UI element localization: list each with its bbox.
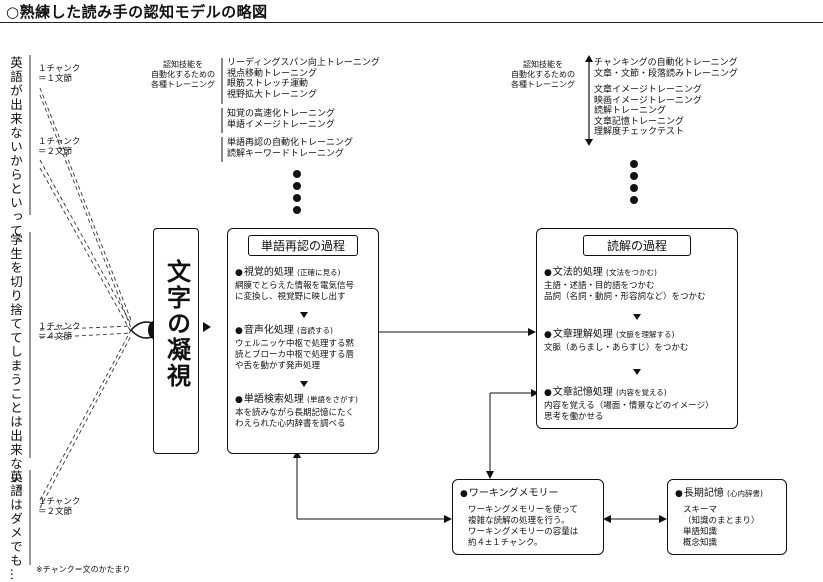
chunk-label-2: １チャンク＝２文節 bbox=[38, 137, 81, 157]
word-section-search: 単語検索処理 (単語をさがす) 本を読みながら長期記憶にたくわえられた心内辞書を… bbox=[235, 394, 375, 430]
training-list-right-2: 文章イメージトレーニング映画イメージトレーニング読解トレーニング文章記憶トレーニ… bbox=[594, 85, 702, 137]
reading-section-understanding: 文章理解処理 (文脈を理解する) 文脈（あらまし・あらすじ）をつかむ bbox=[544, 329, 734, 354]
ellipsis-dot bbox=[293, 182, 301, 190]
long-term-memory-title: 長期記憶 (心内辞書) bbox=[675, 488, 763, 500]
chunk-label-4: １チャンク＝２文節 bbox=[38, 497, 81, 517]
ellipsis-dot bbox=[630, 184, 638, 192]
gaze-text-1: 文字の bbox=[162, 259, 191, 337]
word-recognition-title: 単語再認の過程 bbox=[248, 235, 358, 256]
reading-section-grammar: 文法的処理 (文法をつかむ) 主語・述語・目的語をつかむ品詞（名詞・動詞・形容詞… bbox=[544, 267, 734, 303]
working-memory-box: ワーキングメモリー ワーキングメモリーを使って複雑な読解の処理を行う。ワーキング… bbox=[452, 479, 604, 555]
double-arrow-icon bbox=[585, 55, 593, 146]
ellipsis-dot bbox=[630, 160, 638, 168]
ellipsis-dot bbox=[630, 172, 638, 180]
left-vertical-text-1: 英語が出来ないからといって、 bbox=[8, 56, 23, 252]
chunk-label-3: １チャンク＝４文節 bbox=[38, 322, 81, 342]
ellipsis-dot bbox=[293, 170, 301, 178]
page-title: ○熟練した読み手の認知モデルの略図 bbox=[6, 3, 268, 21]
ellipsis-dot bbox=[293, 194, 301, 202]
gaze-dashed-lines bbox=[39, 87, 132, 509]
long-term-memory-body: スキーマ（知識のまとまり）単語知識概念知識 bbox=[683, 505, 760, 548]
left-vertical-text-2: 学生を切り捨ててしまうことは出来ない。 bbox=[8, 233, 23, 499]
working-memory-title: ワーキングメモリー bbox=[460, 488, 559, 500]
training-label-right: 認知技能を自動化するための各種トレーニング bbox=[511, 60, 575, 89]
arrow-to-reading-icon bbox=[528, 328, 536, 336]
title-divider bbox=[0, 22, 823, 23]
word-section-phonetic: 音声化処理 (音読する) ウェルニッケ中枢で処理する黙読とブローカ中枢で処理する… bbox=[235, 325, 375, 372]
chunk-label-1: １チャンク＝１文節 bbox=[38, 64, 81, 84]
training-list-left-1: リーディングスパン向上トレーニング視点移動トレーニング眼筋ストレッチ運動視野拡大… bbox=[227, 58, 380, 100]
left-vertical-text-3: 英語はダメでも… bbox=[8, 470, 23, 582]
training-label-left: 認知技能を自動化するための各種トレーニング bbox=[151, 60, 215, 89]
gaze-arrow-icon bbox=[203, 322, 211, 332]
down-arrow-icon bbox=[300, 312, 308, 318]
training-list-left-2: 知覚の高速化トレーニング単語イメージトレーニング bbox=[227, 109, 336, 130]
footnote: ※チャンク＝文のかたまり bbox=[36, 565, 131, 574]
reading-comprehension-title: 読解の過程 bbox=[583, 235, 691, 256]
training-list-right-1: チャンキングの自動化トレーニング文章・文節・段落読みトレーニング bbox=[594, 58, 739, 79]
reading-section-memory: 文章記憶処理 (内容を覚える) 内容を覚える（場面・情景などのイメージ）思考を働… bbox=[544, 387, 736, 423]
word-recognition-box: 単語再認の過程 視覚的処理 (正確に見る) 網膜でとらえた情報を電気信号に変換し… bbox=[227, 228, 379, 454]
ellipsis-dot bbox=[630, 196, 638, 204]
down-arrow-icon bbox=[300, 381, 308, 387]
ellipsis-dot bbox=[293, 206, 301, 214]
down-arrow-icon bbox=[633, 369, 641, 375]
gaze-box: 文字の凝視 bbox=[153, 228, 199, 454]
training-list-left-3: 単語再認の自動化トレーニング読解キーワードトレーニング bbox=[227, 138, 354, 159]
reading-comprehension-box: 読解の過程 文法的処理 (文法をつかむ) 主語・述語・目的語をつかむ品詞（名詞・… bbox=[536, 228, 738, 429]
down-arrow-icon bbox=[633, 314, 641, 320]
working-memory-body: ワーキングメモリーを使って複雑な読解の処理を行う。ワーキングメモリーの容量は約４… bbox=[468, 505, 579, 548]
gaze-text-2: 凝視 bbox=[162, 337, 191, 389]
word-section-visual: 視覚的処理 (正確に見る) 網膜でとらえた情報を電気信号に変換し、視覚野に映し出… bbox=[235, 267, 375, 303]
